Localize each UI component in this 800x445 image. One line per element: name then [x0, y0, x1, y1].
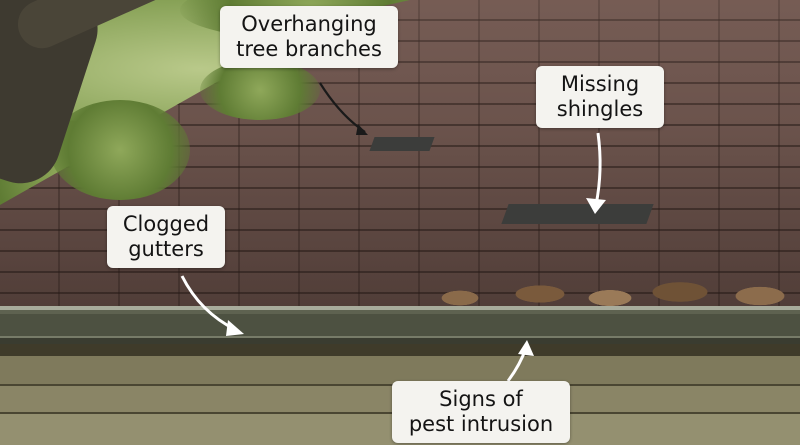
callout-line: pest intrusion	[408, 412, 554, 436]
callout-line: gutters	[128, 237, 204, 261]
hanging-leaves	[200, 60, 320, 120]
hanging-leaves	[50, 100, 190, 200]
callout-line: shingles	[556, 97, 644, 121]
gutter	[0, 306, 800, 344]
callout-overhanging-tree-branches: Overhanging tree branches	[220, 6, 398, 68]
callout-clogged-gutters: Clogged gutters	[107, 206, 225, 268]
callout-line: Overhanging	[241, 12, 377, 36]
callout-signs-of-pest-intrusion: Signs of pest intrusion	[392, 381, 570, 443]
callout-line: Clogged	[122, 212, 210, 236]
arrow-pest-icon	[506, 340, 534, 382]
callout-line: tree branches	[236, 37, 382, 61]
arrow-shingles-icon	[586, 132, 606, 214]
arrow-gutters-icon	[180, 275, 244, 336]
callout-missing-shingles: Missing shingles	[536, 66, 664, 128]
gutter-debris-leaves	[430, 276, 800, 310]
callout-line: Missing	[560, 72, 640, 96]
callout-line: Signs of	[439, 387, 523, 411]
arrow-tree-icon	[319, 82, 368, 135]
